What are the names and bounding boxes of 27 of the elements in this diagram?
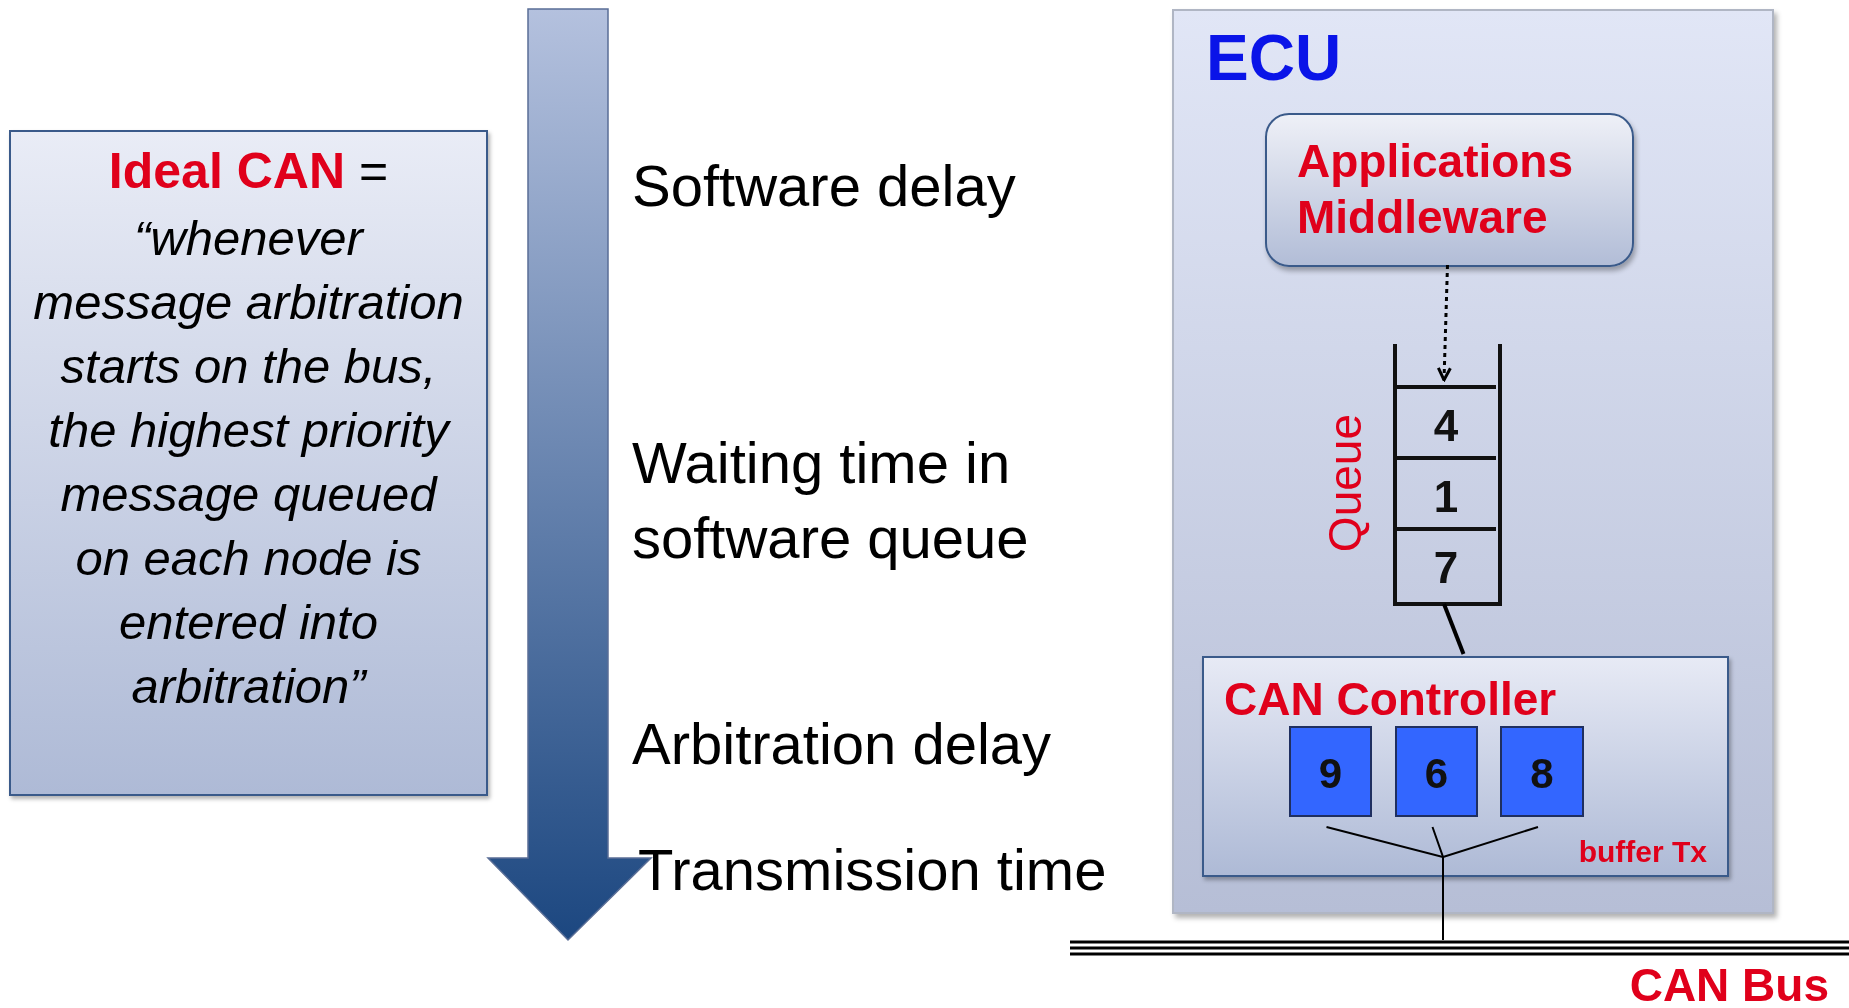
arrow [1436,264,1452,382]
layer-title: Applications Middleware [1297,134,1575,245]
ecu-panel [1172,9,1774,914]
controller-title: CAN Controller [1224,672,1557,726]
tx-buffer [1289,726,1372,817]
delay-label: Software delay [632,152,1017,220]
delay-label: Arbitration delay [632,710,1053,778]
delay-label: Waiting time in software queue [632,429,1030,572]
buffer-label: buffer Tx [1578,835,1707,869]
queue-label: Queue [1318,414,1372,553]
controller-panel [1202,656,1729,877]
ecu-title: ECU [1206,21,1342,95]
definition-heading: Ideal CAN = [107,142,390,200]
connector-line [1442,603,1466,655]
slot-number: 4 [1432,401,1460,451]
tx-buffer [1395,726,1478,817]
software-layer-box [1265,113,1634,267]
slot-number: 7 [1432,543,1460,593]
buffer-number: 6 [1423,750,1450,798]
bus-label: CAN Bus [1629,962,1829,1008]
definition-text: “whenever message arbitration starts on the bus, the highest priority message queued on each node is entered into arbitration” [33,210,464,715]
tx-buffer [1500,726,1584,817]
buffer-number: 9 [1317,750,1344,798]
slot-number: 1 [1432,472,1460,522]
delay-label: Transmission time [638,836,1108,904]
buffer-number: 8 [1529,750,1555,798]
definition-panel [9,130,488,796]
